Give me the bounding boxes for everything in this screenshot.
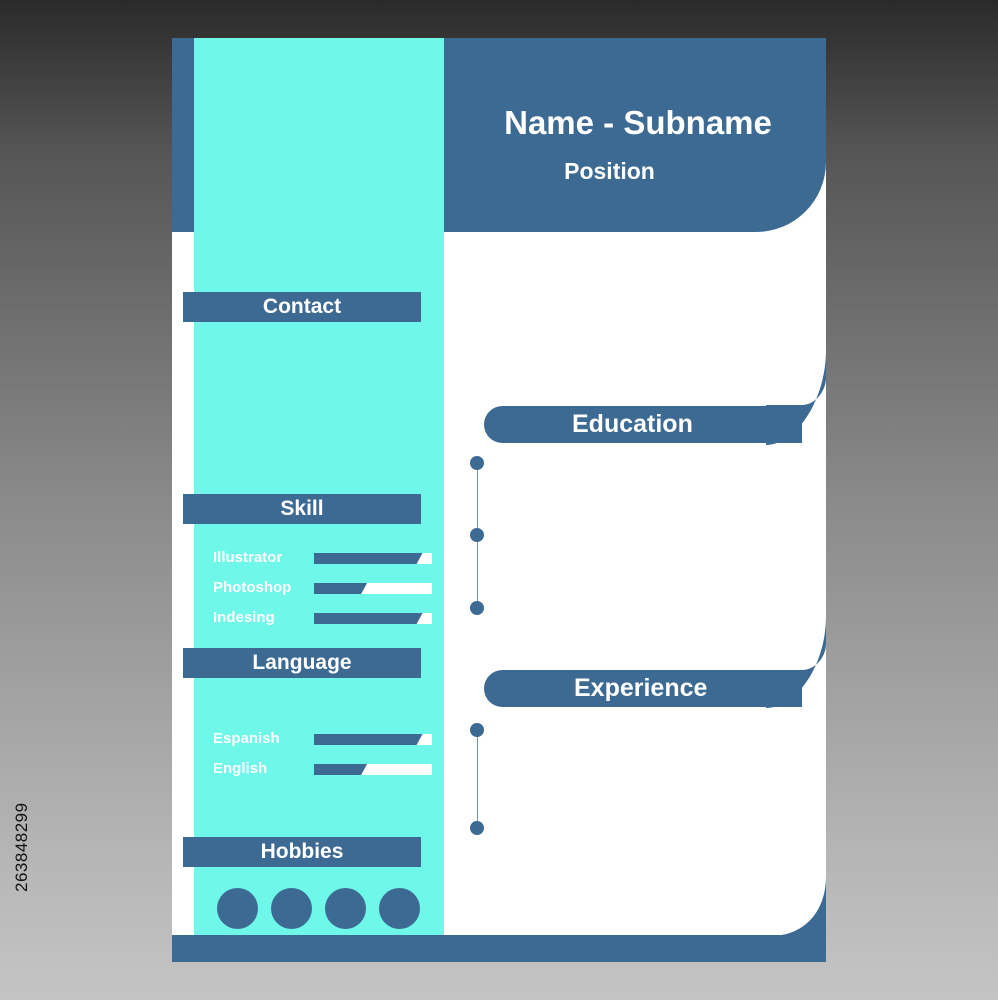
language-bar-espanish (314, 734, 432, 745)
resume-page: Name - Subname Position Contact Skill Il… (172, 38, 826, 962)
sidebar (194, 38, 444, 936)
language-bar-fill (314, 764, 367, 775)
stock-id: 263848299 (12, 802, 31, 892)
experience-timeline-line (477, 734, 478, 829)
skill-bar-fill (314, 553, 423, 564)
language-bar-english (314, 764, 432, 775)
resume-name: Name - Subname (504, 104, 772, 141)
hobby-circle (379, 888, 420, 929)
skill-label-illustrator: Illustrator (213, 549, 283, 566)
skill-bar-fill (314, 613, 423, 624)
skill-bar-illustrator (314, 553, 432, 564)
skill-heading: Skill (183, 494, 421, 524)
resume-position: Position (564, 158, 655, 184)
footer-swoosh (770, 876, 826, 936)
skill-label-photoshop: Photoshop (213, 579, 292, 596)
hobby-circle (271, 888, 312, 929)
language-label-english: English (213, 760, 268, 777)
experience-title: Experience (574, 674, 708, 702)
education-heading: Education (484, 406, 802, 443)
timeline-dot (470, 821, 484, 835)
education-title: Education (572, 410, 693, 438)
timeline-dot (470, 456, 484, 470)
timeline-dot (470, 723, 484, 737)
hobby-circle (217, 888, 258, 929)
hobbies-heading: Hobbies (183, 837, 421, 867)
timeline-dot (470, 528, 484, 542)
experience-heading: Experience (484, 670, 802, 707)
header-block (444, 38, 826, 232)
skill-bar-indesign (314, 613, 432, 624)
footer-bar (172, 935, 826, 962)
language-heading: Language (183, 648, 421, 678)
language-bar-fill (314, 734, 423, 745)
hobby-circle (325, 888, 366, 929)
language-label-espanish: Espanish (213, 730, 280, 747)
timeline-dot (470, 601, 484, 615)
skill-bar-fill (314, 583, 367, 594)
header-left-strip (172, 38, 194, 232)
skill-label-indesign: Indesing (213, 609, 275, 626)
contact-heading: Contact (183, 292, 421, 322)
skill-bar-photoshop (314, 583, 432, 594)
